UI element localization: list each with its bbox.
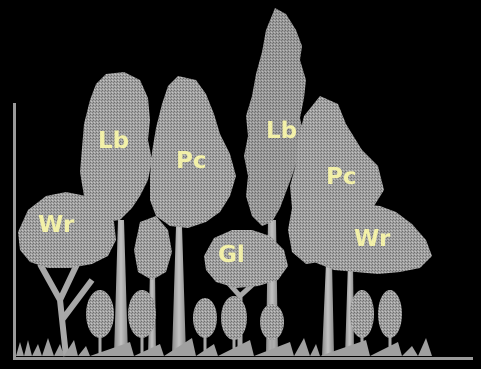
label-wr-right: Wr (354, 226, 391, 252)
shrub (260, 304, 284, 340)
label-lb-left: Lb (98, 128, 129, 154)
label-lb-right: Lb (266, 118, 297, 144)
shrub (193, 298, 217, 338)
ground-axis (13, 357, 473, 360)
shrub (350, 290, 374, 338)
shrub (221, 296, 247, 340)
shrub (86, 290, 114, 338)
label-pc-left: Pc (176, 148, 207, 174)
vertical-axis (13, 103, 16, 360)
label-gl: Gl (218, 242, 245, 268)
shrub (128, 290, 156, 338)
shrub (378, 290, 402, 338)
label-wr-left: Wr (38, 212, 75, 238)
label-pc-right: Pc (326, 164, 357, 190)
